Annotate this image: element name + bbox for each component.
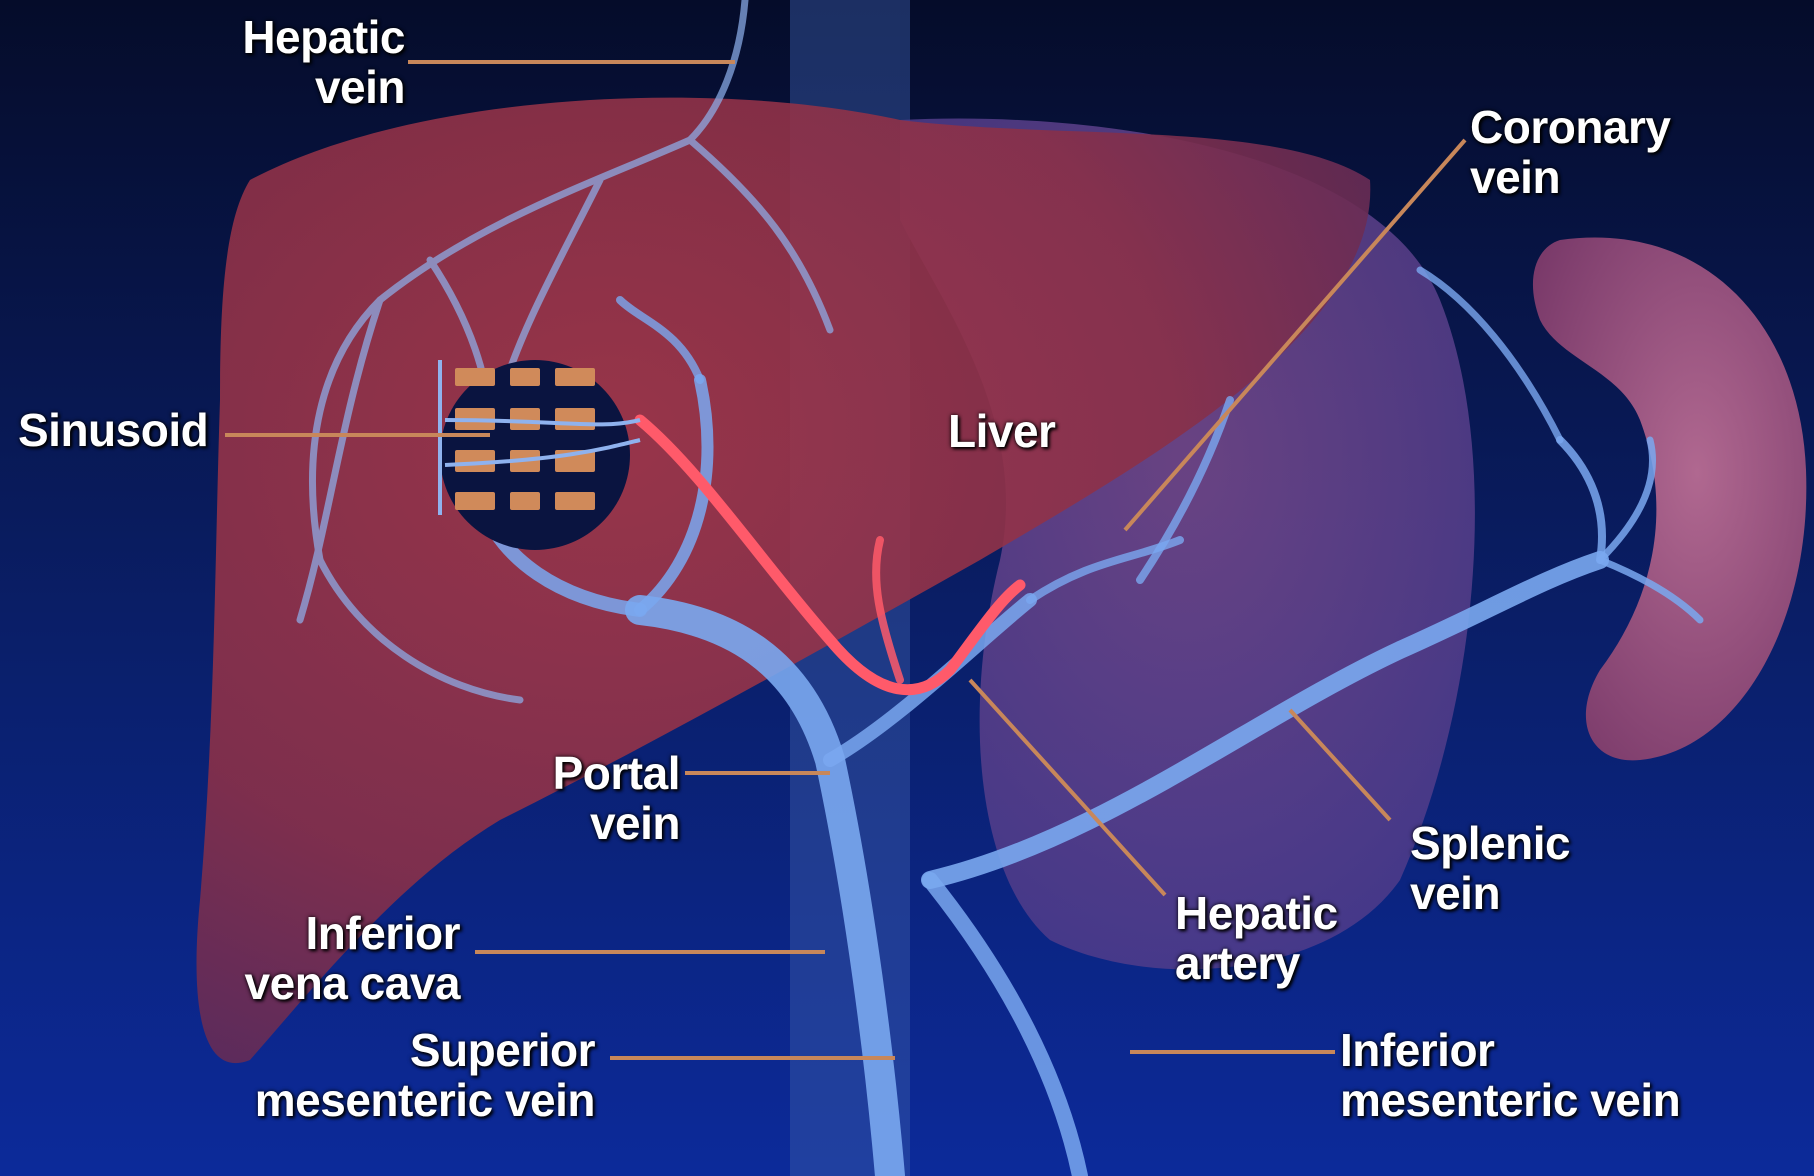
label-splenic-vein-line1: Splenic [1410,818,1570,868]
label-inferior-mesenteric-vein-line1: Inferior [1340,1025,1680,1075]
label-sinusoid: Sinusoid [18,405,208,455]
label-inferior-vena-cava-line2: vena cava [200,958,460,1008]
label-inferior-vena-cava: Inferior vena cava [200,908,460,1008]
label-portal-vein-line1: Portal [480,748,680,798]
label-superior-mesenteric-vein-line2: mesenteric vein [230,1075,595,1125]
label-liver-line1: Liver [948,406,1055,456]
label-splenic-vein: Splenic vein [1410,818,1570,918]
label-portal-vein: Portal vein [480,748,680,848]
label-hepatic-artery-line2: artery [1175,938,1338,988]
label-splenic-vein-line2: vein [1410,868,1570,918]
label-hepatic-vein-line1: Hepatic [200,12,405,62]
label-superior-mesenteric-vein: Superior mesenteric vein [230,1025,595,1125]
label-inferior-mesenteric-vein: Inferior mesenteric vein [1340,1025,1680,1125]
label-coronary-vein-line1: Coronary [1470,102,1670,152]
label-sinusoid-line1: Sinusoid [18,405,208,455]
label-inferior-mesenteric-vein-line2: mesenteric vein [1340,1075,1680,1125]
label-coronary-vein-line2: vein [1470,152,1670,202]
label-coronary-vein: Coronary vein [1470,102,1670,202]
label-hepatic-artery-line1: Hepatic [1175,888,1338,938]
label-hepatic-artery: Hepatic artery [1175,888,1338,988]
label-liver: Liver [948,406,1055,456]
label-portal-vein-line2: vein [480,798,680,848]
label-hepatic-vein-line2: vein [200,62,405,112]
label-superior-mesenteric-vein-line1: Superior [230,1025,595,1075]
label-hepatic-vein: Hepatic vein [200,12,405,112]
label-inferior-vena-cava-line1: Inferior [200,908,460,958]
